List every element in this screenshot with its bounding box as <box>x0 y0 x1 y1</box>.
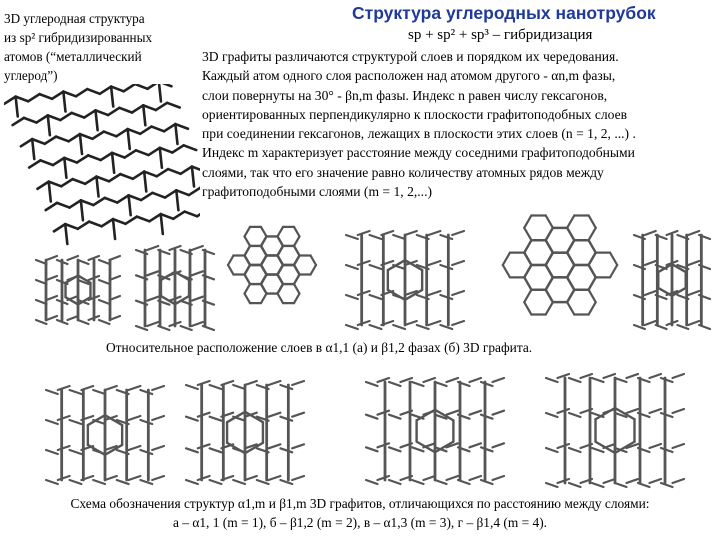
left-caption-line: 3D углеродная структура <box>4 11 145 26</box>
left-caption: 3D углеродная структура из sp² гибридизи… <box>4 9 202 85</box>
paragraph-line: слоями, так что его значение равно колич… <box>202 164 604 180</box>
molecule-figure-side-view-1 <box>34 254 122 326</box>
subtitle: sp + sp² + sp³ – гибридизация <box>408 27 593 43</box>
molecule-figure-top-view-2 <box>501 214 619 316</box>
paragraph-line: слои повернуты на 30° - βn,m фазы. Индек… <box>202 87 608 103</box>
molecule-figure-side-view-3 <box>344 229 466 331</box>
molecule-figure-side-view-4 <box>632 229 712 331</box>
paragraph-line: графитоподобными слоями (m = 1, 2,...) <box>202 184 432 200</box>
paragraph-line: при соединении гексагонов, лежащих в пло… <box>202 126 636 142</box>
structure-figure-a <box>44 384 166 486</box>
main-paragraph: 3D графиты различаются структурой слоев … <box>202 47 716 201</box>
figure-caption-structures: Схема обозначения структур α1,m и β1,m 3… <box>10 494 710 532</box>
left-caption-line: атомов (“металлический <box>4 49 142 64</box>
molecule-figure-side-view-2 <box>134 244 216 332</box>
structure-figure-d <box>544 372 686 489</box>
carbon-lattice-3d-figure <box>4 84 200 246</box>
figure-caption-phases: Относительное расположение слоев в α1,1 … <box>106 340 533 355</box>
structure-figure-b <box>184 379 306 486</box>
paragraph-line: 3D графиты различаются структурой слоев … <box>202 49 619 64</box>
paragraph-line: ориентированных перпендикулярно к плоско… <box>202 106 628 122</box>
molecule-figure-top-view-1 <box>226 225 318 305</box>
caption-line-2: а – α1, 1 (m = 1), б – β1,2 (m = 2), в –… <box>172 515 548 530</box>
left-caption-line: углерод”) <box>4 68 58 83</box>
paragraph-line: Каждый атом одного слоя расположен над а… <box>202 68 616 84</box>
caption-line-1: Схема обозначения структур α1,m и β1,m 3… <box>70 496 650 511</box>
page-title: Структура углеродных нанотрубок <box>352 3 656 23</box>
left-caption-line: из sp² гибридизированных <box>4 30 153 45</box>
structure-figure-c <box>364 376 506 486</box>
paragraph-line: Индекс m характеризует расстояние между … <box>202 145 635 161</box>
